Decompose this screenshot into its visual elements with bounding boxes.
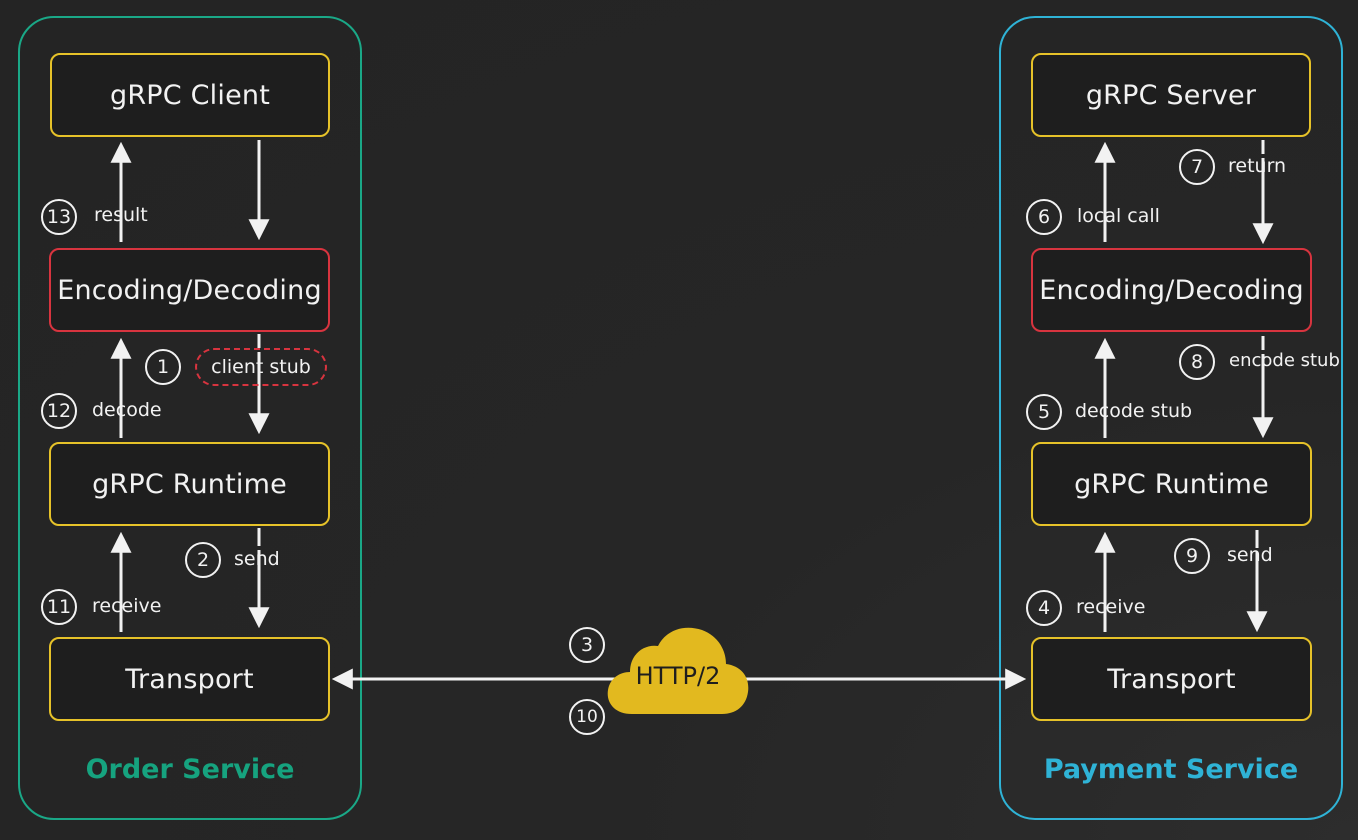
order-arrows: [110, 140, 270, 632]
step-8-label: encode stub: [1229, 350, 1340, 371]
step-4-label: receive: [1076, 596, 1146, 618]
step-6-badge: 6: [1026, 199, 1062, 235]
http2-cloud-icon: [607, 627, 749, 714]
http2-label: HTTP/2: [635, 662, 721, 690]
order-runtime-label: gRPC Runtime: [92, 468, 287, 500]
payment-grpc-server-box: gRPC Server: [1031, 53, 1311, 137]
step-3-badge: 3: [569, 627, 605, 663]
order-service-container: [18, 16, 362, 820]
step-6-label: local call: [1077, 205, 1160, 227]
order-transport-box: Transport: [49, 637, 330, 721]
step-1-badge: 1: [145, 349, 181, 385]
payment-service-container: [999, 16, 1343, 820]
order-service-title: Order Service: [85, 754, 295, 785]
step-12-label: decode: [92, 399, 162, 421]
step-10-badge: 10: [569, 699, 605, 735]
payment-grpc-server-label: gRPC Server: [1085, 79, 1257, 111]
step-5-badge: 5: [1026, 394, 1062, 430]
order-runtime-box: gRPC Runtime: [49, 442, 330, 526]
step-4-badge: 4: [1026, 590, 1062, 626]
step-8-badge: 8: [1179, 344, 1215, 380]
step-9-label: send: [1227, 544, 1273, 566]
payment-transport-label: Transport: [1107, 663, 1236, 695]
order-encoding-label: Encoding/Decoding: [57, 274, 322, 306]
payment-runtime-box: gRPC Runtime: [1031, 442, 1312, 526]
payment-arrows: [1094, 140, 1274, 633]
step-2-badge: 2: [185, 542, 221, 578]
step-2-label: send: [234, 548, 280, 570]
step-5-label: decode stub: [1075, 400, 1193, 422]
payment-transport-box: Transport: [1031, 637, 1312, 721]
step-12-badge: 12: [41, 393, 77, 429]
payment-runtime-label: gRPC Runtime: [1074, 468, 1269, 500]
step-11-label: receive: [92, 595, 162, 617]
step-13-badge: 13: [41, 199, 77, 235]
order-transport-label: Transport: [125, 663, 254, 695]
step-9-badge: 9: [1174, 538, 1210, 574]
step-13-label: result: [94, 204, 148, 226]
order-encoding-box: Encoding/Decoding: [49, 248, 330, 332]
payment-encoding-label: Encoding/Decoding: [1039, 274, 1304, 306]
step-7-badge: 7: [1179, 149, 1215, 185]
payment-encoding-box: Encoding/Decoding: [1031, 248, 1312, 332]
step-11-badge: 11: [41, 589, 77, 625]
payment-service-title: Payment Service: [1043, 754, 1299, 785]
step-7-label: return: [1228, 155, 1287, 177]
client-stub-pill: client stub: [195, 348, 327, 386]
order-grpc-client-box: gRPC Client: [50, 53, 330, 137]
order-grpc-client-label: gRPC Client: [110, 79, 270, 111]
